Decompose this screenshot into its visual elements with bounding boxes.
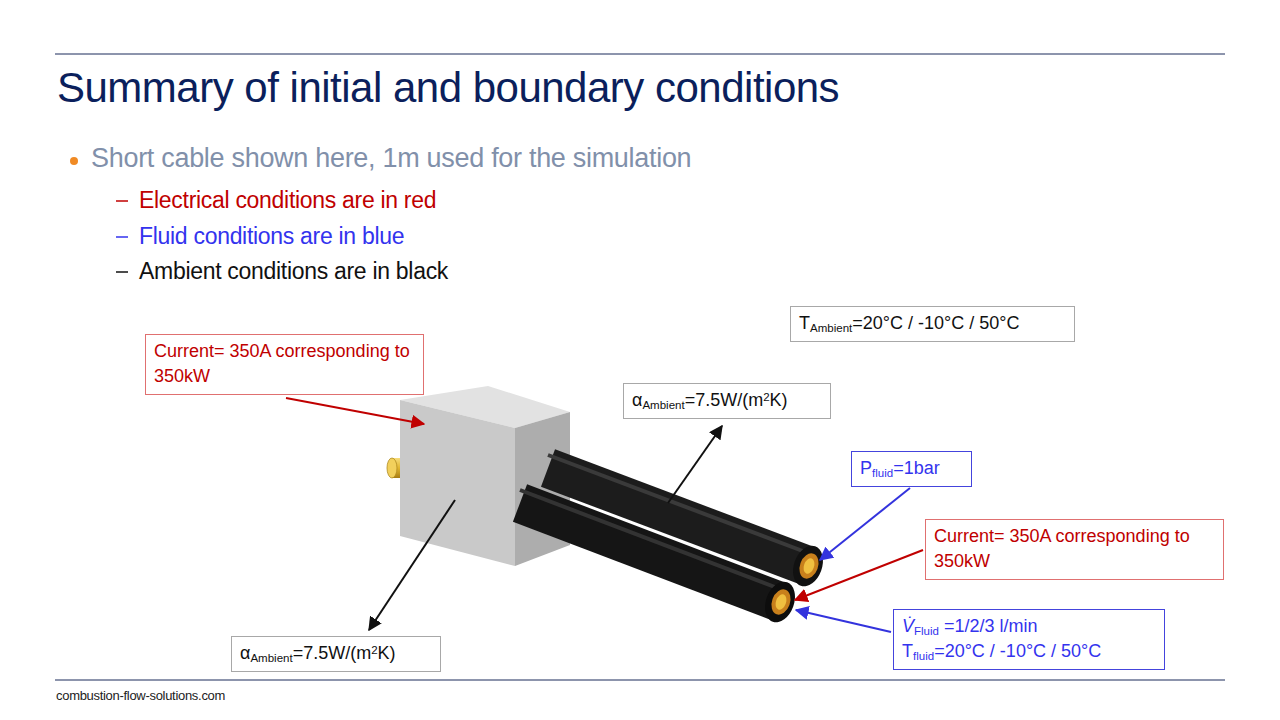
connector-housing bbox=[400, 386, 570, 566]
box-text: Tfluid=20°C / -10°C / 50°C bbox=[902, 639, 1156, 664]
box-text: Pfluid=1bar bbox=[860, 456, 963, 481]
heat-transfer-box: αAmbient=7.5W/(m2K) bbox=[231, 636, 441, 672]
current-box: Current= 350A corresponding to 350kW bbox=[925, 519, 1224, 580]
heat-transfer-box: αAmbient=7.5W/(m2K) bbox=[623, 383, 831, 419]
box-text: αAmbient=7.5W/(m2K) bbox=[632, 388, 822, 413]
rule-line bbox=[55, 680, 1225, 681]
sub-bullet: Ambient conditions are in black bbox=[139, 258, 448, 285]
box-text: TAmbient=20°C / -10°C / 50°C bbox=[799, 311, 1066, 336]
bullet-text: Short cable shown here, 1m used for the … bbox=[91, 143, 691, 174]
bullet bbox=[70, 157, 78, 165]
dash bbox=[116, 200, 128, 202]
sub-bullet: Electrical conditions are in red bbox=[139, 187, 436, 214]
rule-line bbox=[55, 54, 1225, 55]
cables bbox=[520, 455, 828, 627]
sub-bullet: Fluid conditions are in blue bbox=[139, 223, 404, 250]
leader-arrows bbox=[286, 398, 923, 632]
footer-url: combustion-flow-solutions.com bbox=[56, 688, 225, 703]
box-text: Current= 350A corresponding to 350kW bbox=[154, 339, 415, 389]
fluid-inlet-box: V̇Fluid =1/2/3 l/minTfluid=20°C / -10°C … bbox=[893, 609, 1165, 670]
fluid-pressure-box: Pfluid=1bar bbox=[851, 451, 972, 487]
slide-title: Summary of initial and boundary conditio… bbox=[57, 64, 839, 112]
box-text: V̇Fluid =1/2/3 l/min bbox=[902, 614, 1156, 639]
current-box: Current= 350A corresponding to 350kW bbox=[145, 334, 424, 395]
box-text: αAmbient=7.5W/(m2K) bbox=[240, 641, 432, 666]
dash bbox=[116, 271, 128, 273]
box-text: Current= 350A corresponding to 350kW bbox=[934, 524, 1215, 574]
dash bbox=[116, 236, 128, 238]
ambient-temperature-box: TAmbient=20°C / -10°C / 50°C bbox=[790, 306, 1075, 342]
